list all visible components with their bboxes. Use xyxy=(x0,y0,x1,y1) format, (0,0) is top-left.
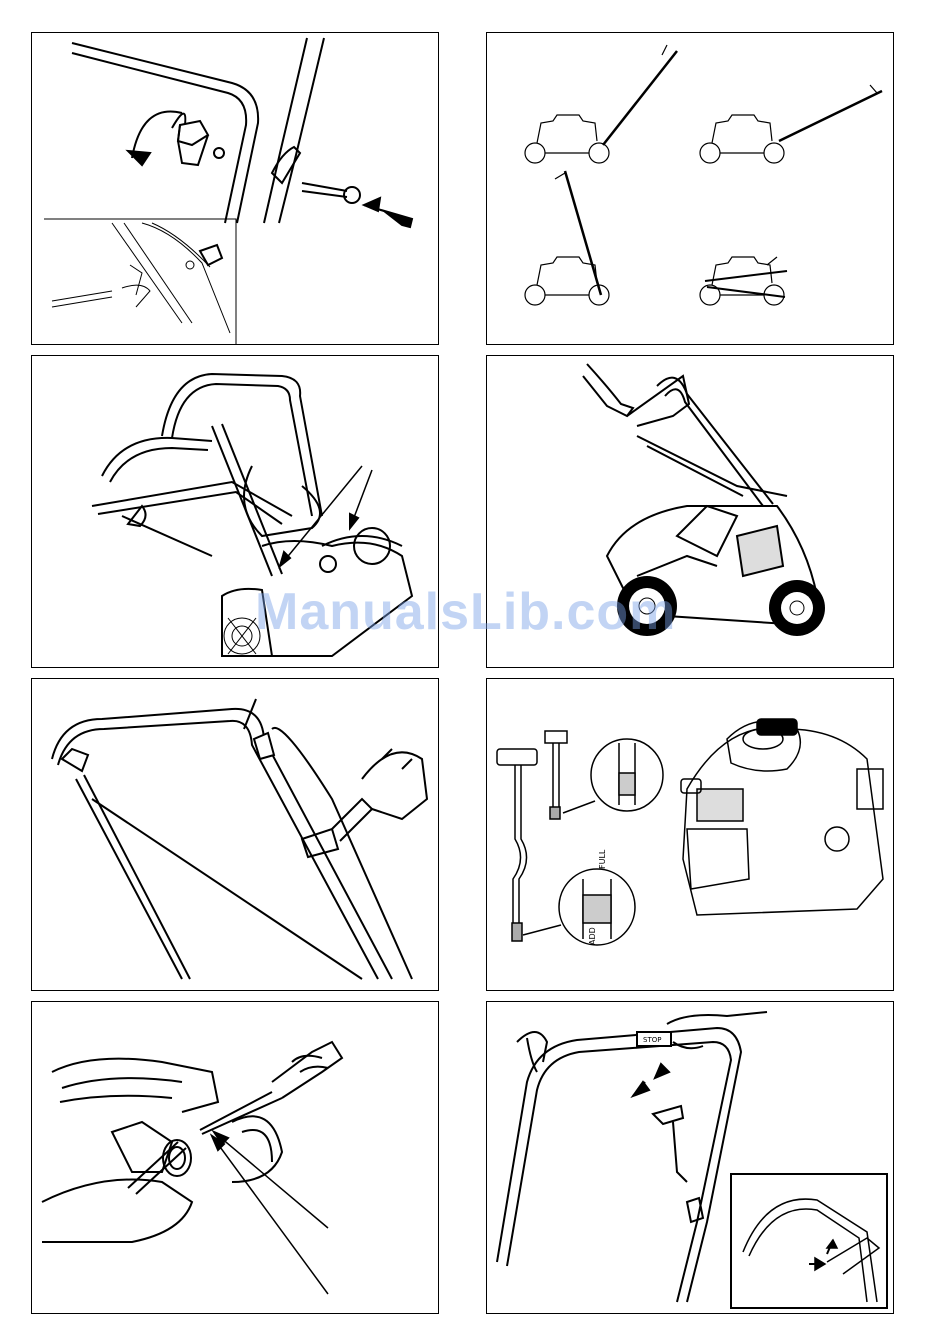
cutting-height-illustration xyxy=(487,33,894,345)
handle-bolt-illustration xyxy=(32,33,439,345)
oil-dipstick-illustration: FULL ADD xyxy=(487,679,894,991)
oil-drain-illustration xyxy=(32,1002,439,1314)
figure-start-control: STOP xyxy=(486,1001,894,1314)
figure-cutting-height xyxy=(486,32,894,345)
figure-oil-drain xyxy=(31,1001,439,1314)
dipstick-add-label: ADD xyxy=(588,927,597,945)
handle-stop-label: STOP xyxy=(643,1036,661,1044)
cable-clip-illustration xyxy=(32,679,439,991)
dipstick-full-label: FULL xyxy=(598,849,607,869)
figure-oil-dipstick: FULL ADD xyxy=(486,678,894,991)
inset-detail-box xyxy=(731,1174,887,1308)
figure-handle-bolt-assembly xyxy=(31,32,439,345)
watermark: ManualsLib.com xyxy=(255,582,676,642)
start-control-illustration: STOP xyxy=(487,1002,894,1314)
figure-cable-clip xyxy=(31,678,439,991)
